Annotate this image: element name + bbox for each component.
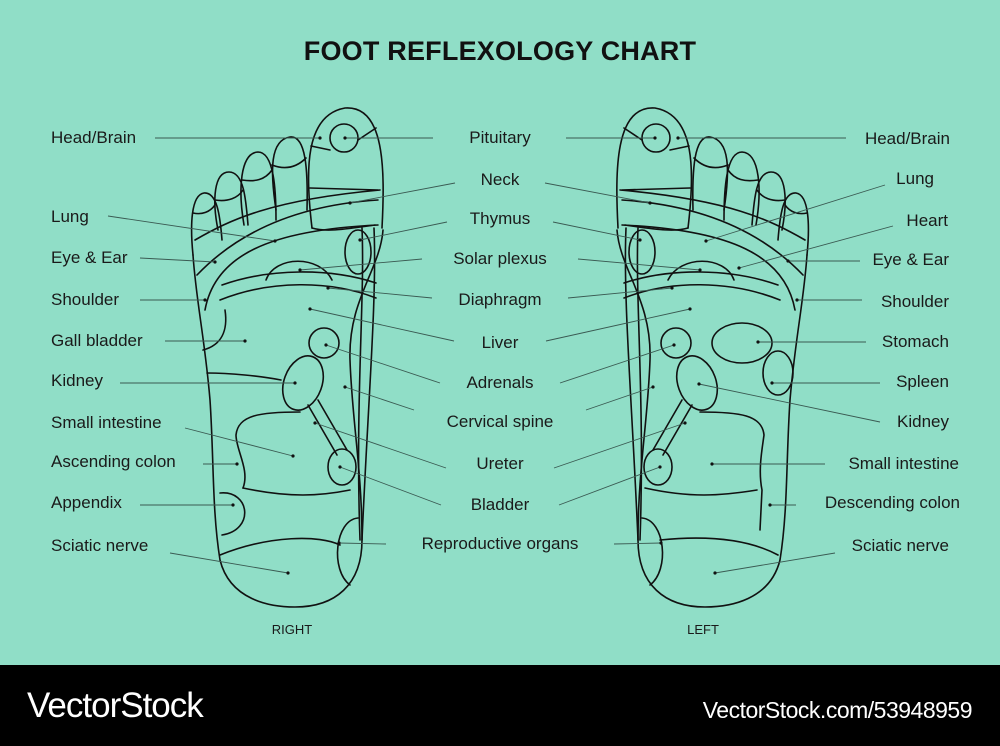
label-left-small-intestine: Small intestine — [848, 454, 959, 473]
label-right-small-intestine: Small intestine — [51, 413, 162, 432]
label-left-heart: Heart — [906, 211, 948, 230]
label-left-shoulder: Shoulder — [880, 292, 949, 311]
label-liver: Liver — [481, 333, 519, 352]
leader-lines — [107, 137, 894, 574]
label-pituitary: Pituitary — [469, 128, 531, 147]
label-right-appendix: Appendix — [51, 493, 122, 512]
chart-title: FOOT REFLEXOLOGY CHART — [303, 36, 697, 66]
left-foot-outline — [616, 107, 810, 608]
label-diaphragm: Diaphragm — [458, 290, 542, 309]
label-ureter: Ureter — [476, 454, 524, 473]
label-thymus: Thymus — [469, 209, 531, 228]
label-left-descending-colon: Descending colon — [824, 493, 960, 512]
image-reference: VectorStock.com/53948959 — [702, 697, 973, 723]
label-right-lung: Lung — [51, 207, 89, 226]
brand-logo: VectorStock — [27, 686, 204, 725]
label-right-head-brain: Head/Brain — [51, 128, 137, 147]
label-bladder: Bladder — [470, 495, 530, 514]
label-cervical-spine: Cervical spine — [446, 412, 554, 431]
label-solar-plexus: Solar plexus — [453, 249, 547, 268]
label-left-stomach: Stomach — [881, 332, 949, 351]
label-left-lung: Lung — [896, 169, 934, 188]
right-foot-outline — [190, 107, 384, 608]
label-left-kidney: Kidney — [897, 412, 949, 431]
label-right-eye-ear: Eye & Ear — [51, 248, 128, 267]
label-right-shoulder: Shoulder — [51, 290, 120, 309]
point-markers — [203, 136, 799, 575]
label-neck: Neck — [480, 170, 520, 189]
label-left-spleen: Spleen — [896, 372, 949, 391]
left-foot-caption: LEFT — [687, 622, 719, 637]
label-right-kidney: Kidney — [51, 371, 103, 390]
label-right-ascending-colon: Ascending colon — [51, 452, 176, 471]
label-left-eye-ear: Eye & Ear — [872, 250, 949, 269]
chart-canvas: FOOT REFLEXOLOGY CHART — [51, 36, 960, 637]
label-left-sciatic-nerve: Sciatic nerve — [851, 536, 949, 555]
label-left-head-brain: Head/Brain — [864, 129, 950, 148]
label-reproductive-organs: Reproductive organs — [421, 534, 579, 553]
right-foot-caption: RIGHT — [271, 622, 313, 637]
foot-diagram — [107, 107, 894, 608]
label-right-gall-bladder: Gall bladder — [51, 331, 143, 350]
watermark-footer: VectorStock VectorStock.com/53948959 — [0, 665, 1000, 746]
label-right-sciatic-nerve: Sciatic nerve — [51, 536, 149, 555]
label-adrenals: Adrenals — [466, 373, 534, 392]
